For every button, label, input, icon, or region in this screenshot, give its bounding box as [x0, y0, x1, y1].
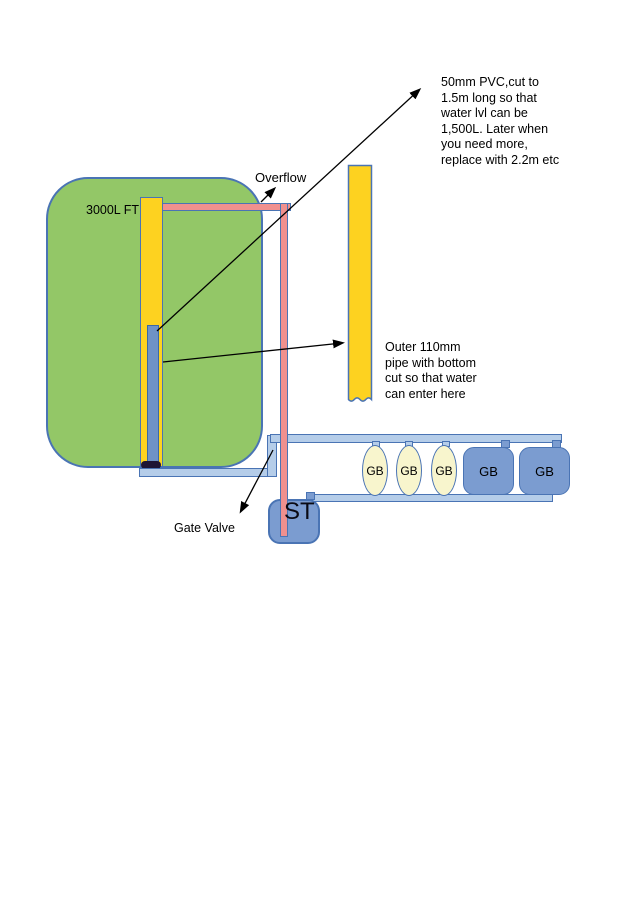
inner-50mm-pvc-pipe	[147, 325, 159, 467]
overflow-arrow	[260, 186, 277, 203]
gb-label: GB	[435, 463, 453, 478]
gravity-bag-ellipse: GB	[362, 445, 388, 496]
storage-tank-label: ST	[284, 498, 315, 525]
overflow-pipe-horizontal	[162, 203, 291, 211]
outer-pipe-note-line: can enter here	[385, 386, 466, 401]
outer-pipe-note-line: cut so that water	[385, 371, 477, 385]
storage-tank-box	[268, 499, 320, 544]
gravity-bag-square: GB	[519, 447, 570, 495]
pvc-note-line: 1.5m long so that	[441, 90, 537, 105]
pvc-note: 50mm PVC,cut to 1.5m long so that water …	[441, 75, 559, 168]
outer-pipe-note-line: pipe with bottom	[385, 355, 477, 370]
pvc-note-line: you need more,	[441, 137, 528, 151]
outer-pipe-note-line: Outer 110mm	[385, 340, 461, 354]
gb-label: GB	[400, 463, 418, 478]
pvc-note-line: 1,500L. Later when	[441, 121, 549, 136]
gravity-bag-square: GB	[463, 447, 514, 495]
distribution-pipe-bottom	[310, 494, 553, 502]
tank-label: 3000L FT	[86, 203, 140, 217]
distribution-pipe-top	[270, 434, 562, 443]
outer-110mm-pipe-illustration	[347, 164, 373, 402]
pvc-note-line: 50mm PVC,cut to	[441, 75, 539, 89]
gb-label: GB	[535, 463, 554, 479]
gb-label: GB	[479, 463, 498, 479]
gate-valve-label: Gate Valve	[174, 521, 235, 535]
tank-outlet-pipe	[139, 468, 272, 477]
overflow-label: Overflow	[255, 170, 307, 185]
gravity-bag-ellipse: GB	[431, 445, 457, 496]
gravity-bag-ellipse: GB	[396, 445, 422, 496]
outer-pipe-note: Outer 110mm pipe with bottom cut so that…	[385, 340, 477, 402]
pvc-note-line: water lvl can be	[441, 106, 528, 120]
gb-label: GB	[366, 463, 384, 478]
pipe-bottom-seal	[141, 461, 161, 469]
overflow-pipe-vertical	[280, 203, 288, 537]
pvc-note-line: replace with 2.2m etc	[441, 152, 560, 167]
